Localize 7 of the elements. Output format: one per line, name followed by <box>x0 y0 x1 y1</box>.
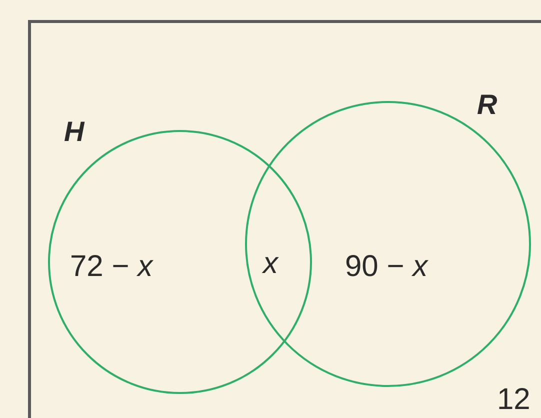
region-count: 90 − x <box>345 252 428 282</box>
universal-set-frame <box>28 20 541 418</box>
set-name: R <box>477 91 498 119</box>
outside-count: 12 <box>497 385 530 415</box>
region-count: x <box>263 249 278 279</box>
region-count: 72 − x <box>70 252 153 282</box>
set-name: H <box>64 118 84 146</box>
